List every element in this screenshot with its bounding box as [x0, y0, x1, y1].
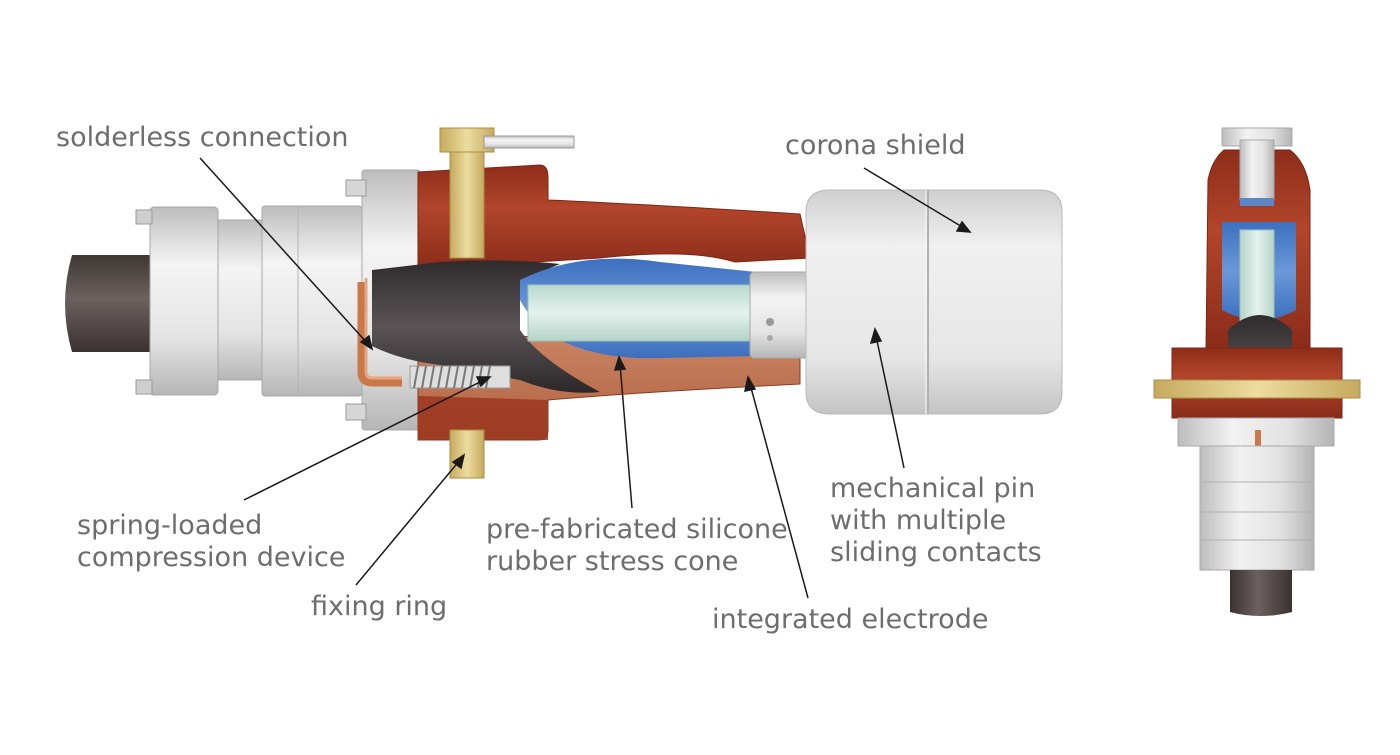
- metal-block-mid: [217, 219, 265, 381]
- insulation: [527, 284, 757, 342]
- label-fixing-ring: fixing ring: [311, 591, 448, 622]
- leader-solderless: [199, 157, 369, 345]
- leader-electrode: [749, 383, 809, 599]
- label-line: pre-fabricated silicone: [486, 514, 788, 545]
- label-line: spring-loaded: [77, 510, 263, 541]
- copper-connection: [357, 282, 402, 387]
- label-corona-shield: corona shield: [785, 130, 966, 161]
- label-solderless-connection: solderless connection: [56, 122, 349, 153]
- leader-spring: [243, 379, 485, 501]
- corona-shield: [805, 189, 1063, 415]
- leader-fixing-ring: [355, 459, 461, 586]
- vertical-assembly: [1153, 127, 1361, 616]
- leader-mechanical-pin: [875, 335, 905, 469]
- pin-connector: [749, 271, 815, 359]
- label-spring-loaded-compression-device: spring-loaded compression device: [77, 510, 345, 574]
- cable: [65, 255, 160, 352]
- label-mechanical-pin: mechanical pin with multiple sliding con…: [830, 473, 1042, 569]
- leader-lines: [199, 157, 972, 599]
- label-line: compression device: [77, 542, 346, 573]
- label-line: rubber stress cone: [486, 546, 739, 577]
- leader-stress-cone: [619, 363, 633, 509]
- label-line: mechanical pin: [830, 473, 1036, 504]
- label-line: sliding contacts: [830, 537, 1042, 568]
- label-line: with multiple: [830, 505, 1007, 536]
- main-assembly: [65, 127, 1063, 479]
- fixing-ring-bottom: [449, 429, 485, 479]
- housing-upper: [417, 164, 811, 271]
- metal-block-right: [261, 205, 363, 397]
- label-integrated-electrode: integrated electrode: [712, 604, 989, 635]
- leader-corona: [863, 167, 965, 229]
- spring-device: [409, 365, 511, 389]
- semicon-layer: [372, 260, 600, 393]
- metal-flange-left: [149, 206, 219, 396]
- label-stress-cone: pre-fabricated silicone rubber stress co…: [486, 514, 788, 578]
